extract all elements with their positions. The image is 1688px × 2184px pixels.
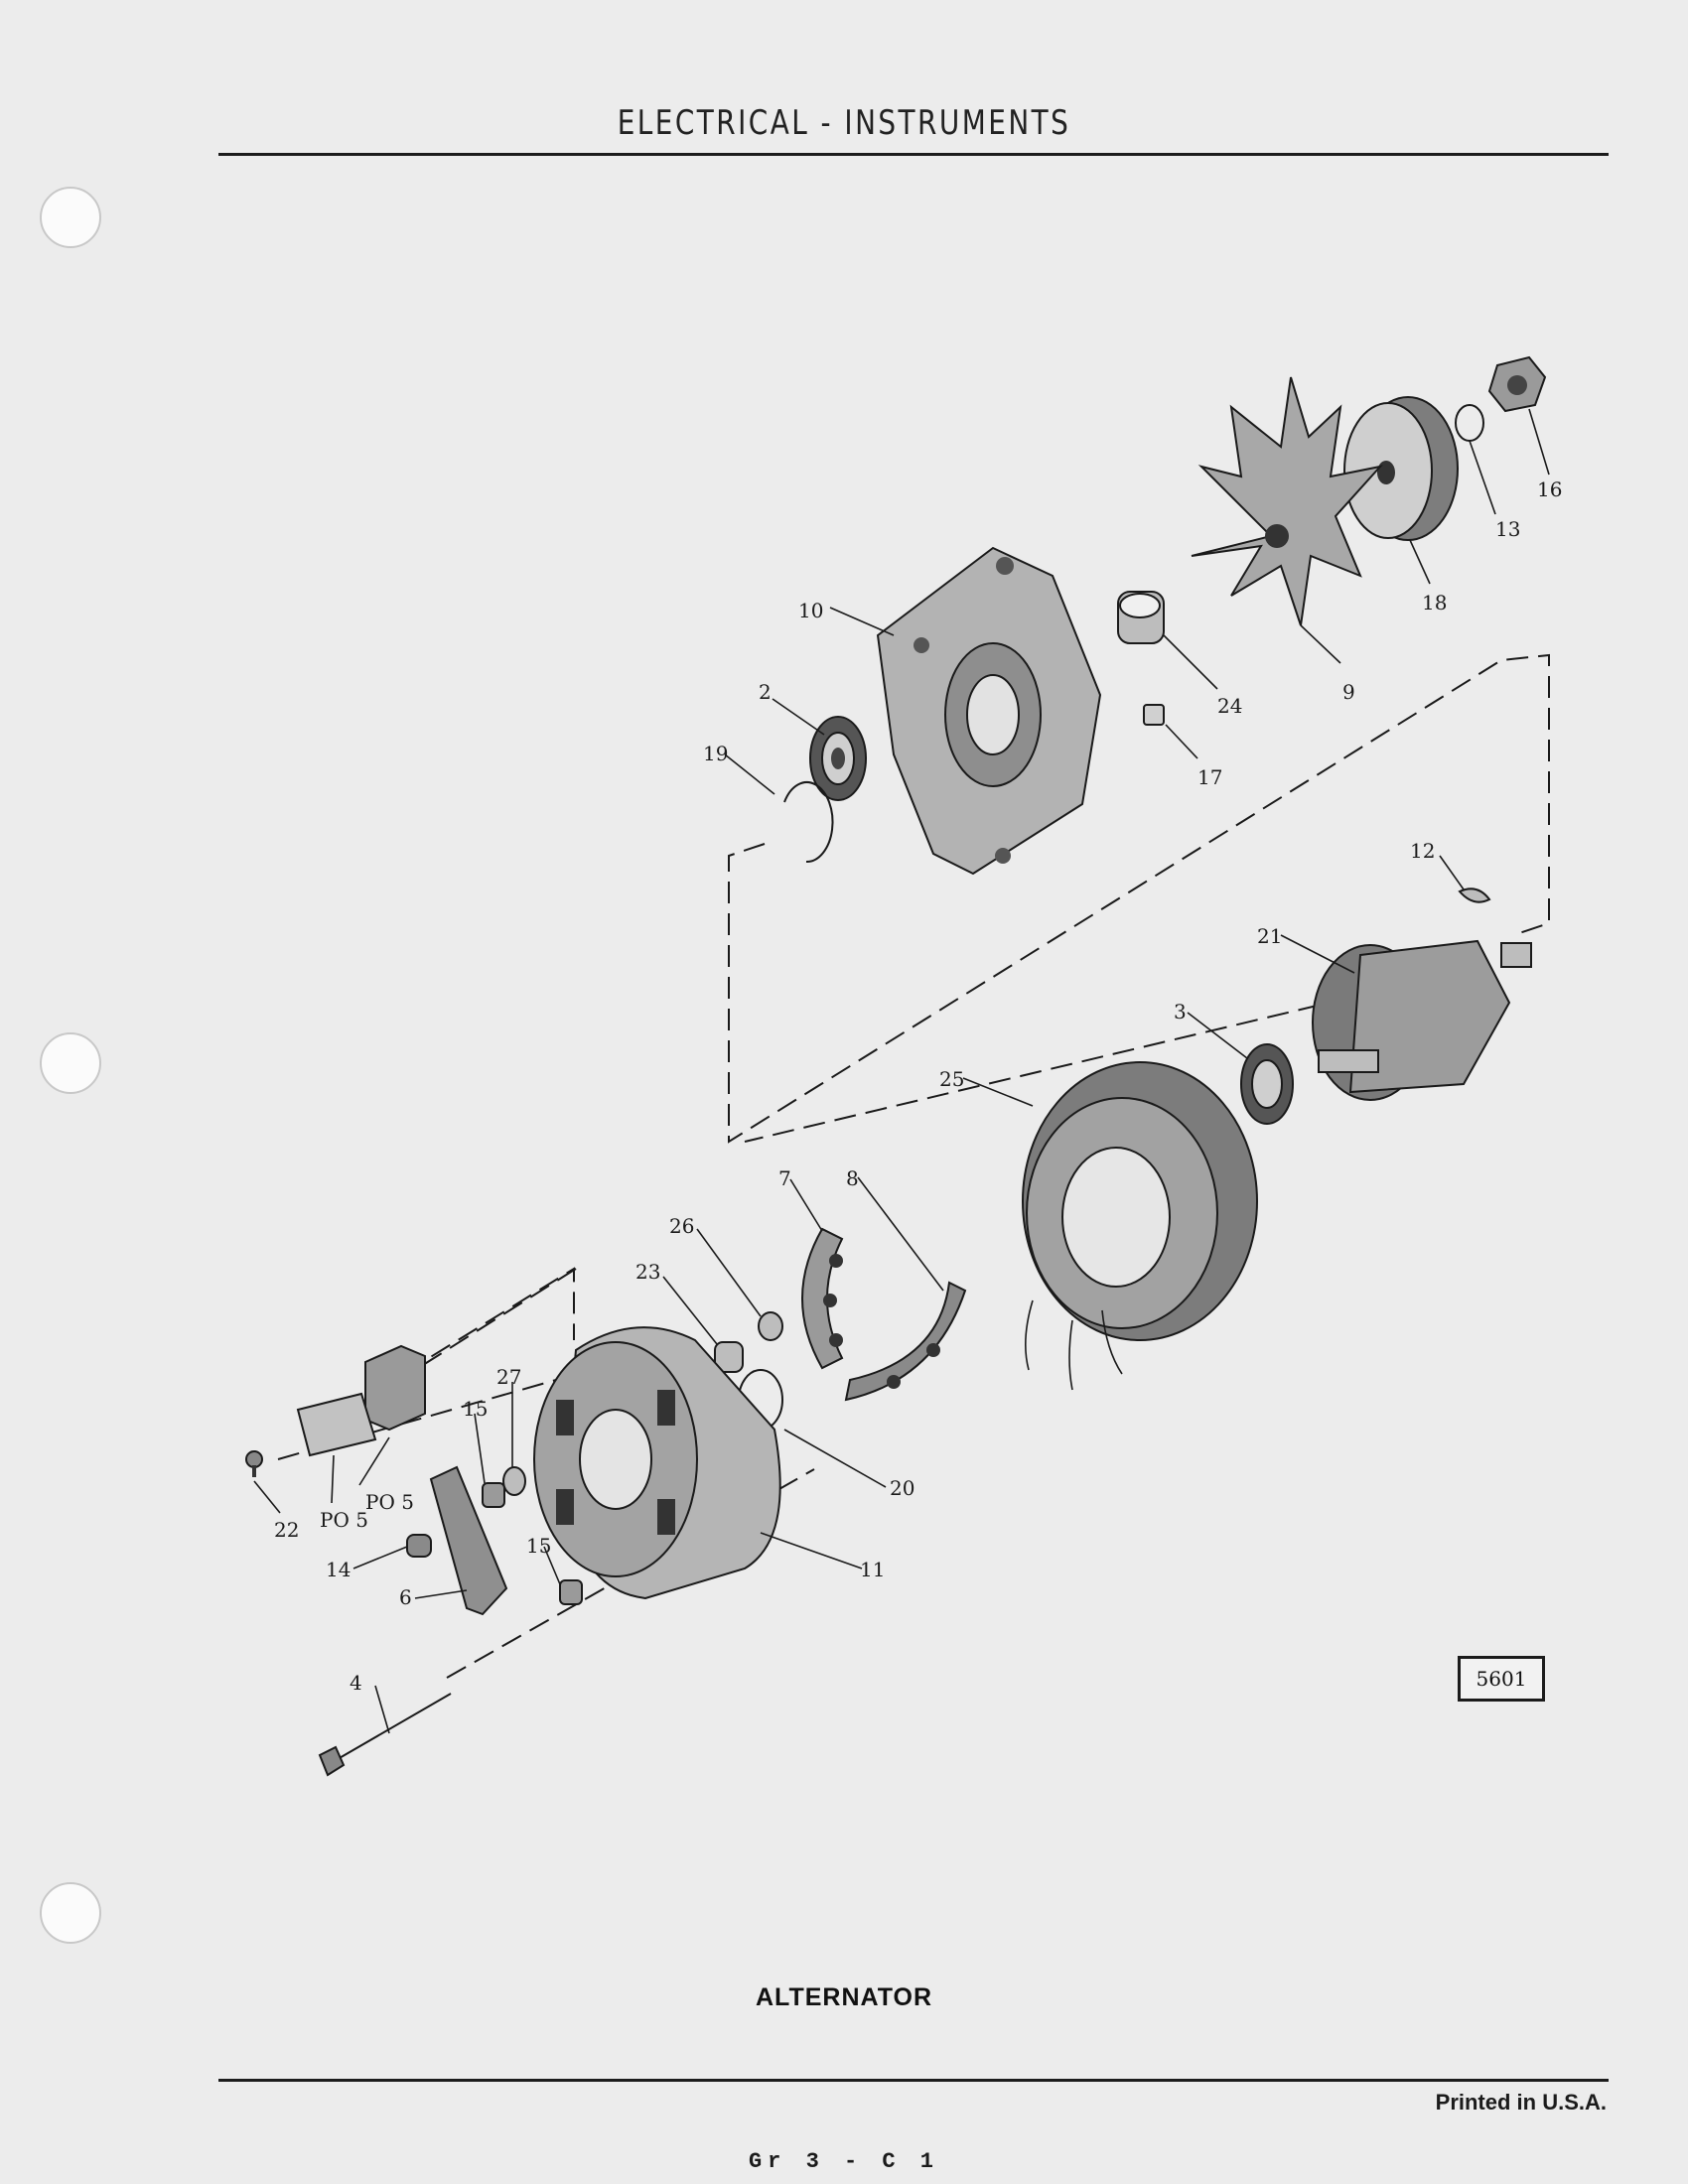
footer-rule xyxy=(218,2079,1609,2082)
drive-end-housing-part-10 xyxy=(876,546,1102,876)
snap-ring-part-19 xyxy=(783,781,834,864)
lock-washer-part-13 xyxy=(1455,404,1484,442)
bracket-part-6 xyxy=(429,1465,508,1616)
part-label: 7 xyxy=(778,1166,791,1190)
part-label: 3 xyxy=(1174,1000,1187,1024)
part-label: 12 xyxy=(1410,839,1435,863)
binder-hole-bottom xyxy=(40,1882,101,1944)
washer-part-27 xyxy=(502,1466,526,1496)
bushing-part-14 xyxy=(406,1534,432,1558)
part-label: 11 xyxy=(860,1558,885,1581)
part-label: 25 xyxy=(939,1067,964,1091)
part-label: PO 5 xyxy=(320,1508,368,1532)
part-label: 16 xyxy=(1537,478,1562,501)
brush-holder-part-po5-upper xyxy=(364,1344,426,1432)
part-labels: 16 13 18 10 24 9 2 17 19 12 21 3 25 7 8 … xyxy=(274,478,1562,1695)
through-bolt-part-4 xyxy=(318,1693,452,1777)
part-label: 21 xyxy=(1257,924,1282,948)
page-number: Gr 3 - C 1 xyxy=(748,2149,940,2174)
part-label: 9 xyxy=(1342,680,1355,704)
fan-part-9 xyxy=(1191,376,1383,626)
section-title: ELECTRICAL - INSTRUMENTS xyxy=(617,103,1071,143)
part-label: 13 xyxy=(1495,517,1520,541)
bushing-part-23 xyxy=(714,1341,744,1373)
washer-part-26 xyxy=(758,1311,783,1341)
part-label: 24 xyxy=(1217,694,1242,718)
nut-part-15-lower xyxy=(559,1579,583,1605)
spacer-part-24 xyxy=(1117,591,1165,644)
printed-notice: Printed in U.S.A. xyxy=(1435,2090,1607,2115)
part-label: 2 xyxy=(759,680,772,704)
part-label: 15 xyxy=(463,1397,488,1421)
bearing-part-3 xyxy=(1240,1043,1294,1125)
screw-part-22 xyxy=(245,1450,263,1477)
figure-number-box: 5601 xyxy=(1458,1656,1545,1702)
slip-ring-end-housing-part-11 xyxy=(533,1326,781,1600)
part-label: 17 xyxy=(1197,765,1222,789)
nut-part-15-upper xyxy=(482,1482,505,1508)
plate-part-po5-lower xyxy=(296,1392,377,1457)
rectifier-part-7 xyxy=(801,1227,844,1370)
part-label: 8 xyxy=(846,1166,859,1190)
woodruff-key-part-12 xyxy=(1458,887,1491,903)
part-label: 20 xyxy=(890,1476,914,1500)
part-label: 26 xyxy=(669,1214,694,1238)
part-label: 27 xyxy=(496,1365,521,1389)
part-label: 10 xyxy=(798,599,823,622)
part-label: 6 xyxy=(399,1585,412,1609)
key-part-17 xyxy=(1143,704,1165,726)
heat-sink-part-8 xyxy=(844,1281,967,1402)
figure-caption: ALTERNATOR xyxy=(755,1983,933,2011)
binder-hole-middle xyxy=(40,1032,101,1094)
part-label: 22 xyxy=(274,1518,299,1542)
label-leader-lines xyxy=(253,408,1550,1734)
part-label: PO 5 xyxy=(365,1490,414,1514)
part-label: 23 xyxy=(635,1260,660,1284)
part-label: 4 xyxy=(350,1671,362,1695)
part-label: 19 xyxy=(703,742,728,765)
part-label: 18 xyxy=(1422,591,1447,614)
part-label: 15 xyxy=(526,1534,551,1558)
stator-part-25 xyxy=(1022,1061,1258,1391)
binder-hole-top xyxy=(40,187,101,248)
nut-part-16 xyxy=(1487,355,1547,413)
rotor-part-21 xyxy=(1312,939,1532,1101)
bearing-part-2 xyxy=(809,716,867,801)
header-rule xyxy=(218,153,1609,156)
part-label: 14 xyxy=(326,1558,351,1581)
pulley-part-18 xyxy=(1343,396,1459,541)
